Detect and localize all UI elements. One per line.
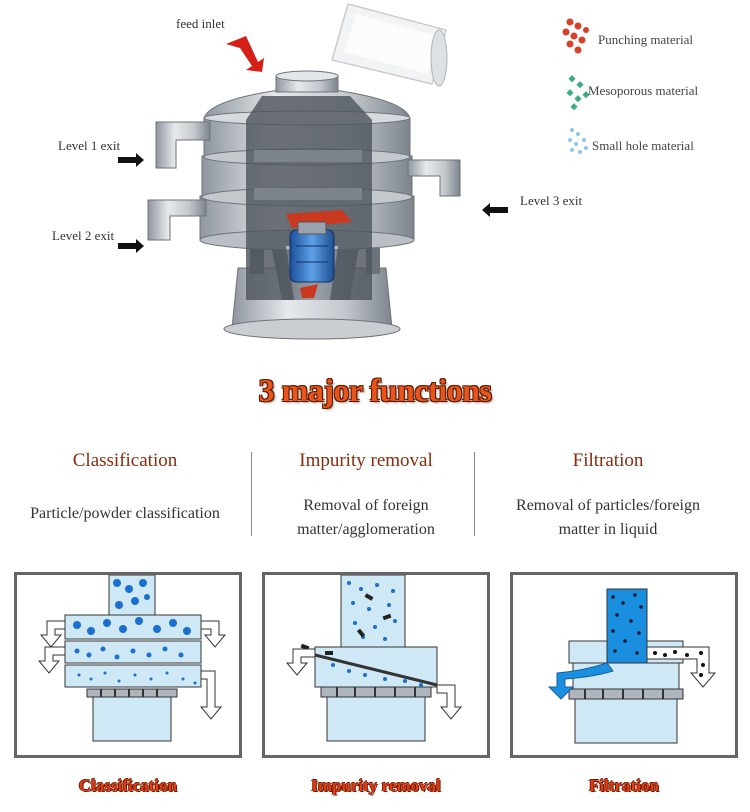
function-classification: Classification Particle/powder classific… [0, 450, 250, 526]
function-desc: Removal of foreign matter/agglomeration [297, 497, 435, 538]
filtration-schematic [547, 588, 717, 744]
legend-mesoporous-label: Mesoporous material [588, 83, 699, 98]
filtration-panel [510, 572, 738, 758]
caption-classification: Classification [78, 776, 178, 795]
function-impurity-removal: Impurity removal Removal of foreign matt… [256, 450, 476, 542]
function-filtration: Filtration Removal of particles/foreign … [480, 450, 736, 542]
mesoporous-material-icon [566, 75, 590, 111]
level-1-exit-label: Level 1 exit [58, 138, 121, 153]
level-2-exit-label: Level 2 exit [52, 228, 115, 243]
feed-inlet-label: feed inlet [176, 16, 225, 31]
small-hole-material-icon [568, 128, 588, 154]
level-2-spout [147, 199, 207, 241]
main-title: 3 major functions [258, 372, 492, 408]
classification-schematic [37, 574, 227, 742]
caption-filtration: Filtration [589, 776, 659, 795]
function-desc: Removal of particles/foreign matter in l… [516, 497, 700, 538]
divider [251, 452, 252, 536]
legend-punching-label: Punching material [598, 32, 693, 47]
level-3-arrow-icon [482, 203, 508, 217]
function-title: Impurity removal [299, 450, 433, 471]
legend-small-hole-label: Small hole material [592, 138, 694, 153]
vibrating-sieve-machine-illustration [118, 3, 590, 340]
feed-arrow-icon [226, 36, 264, 72]
divider [474, 452, 475, 536]
material-bag-icon [331, 3, 448, 87]
function-title: Filtration [572, 450, 644, 471]
impurity-removal-panel [262, 572, 490, 758]
motor-icon [289, 221, 335, 283]
caption-impurity-removal: Impurity removal [311, 776, 441, 795]
level-1-arrow-icon [118, 153, 144, 167]
punching-material-icon [562, 18, 589, 54]
level-3-exit-label: Level 3 exit [520, 193, 583, 208]
impurity-removal-schematic [285, 574, 463, 742]
classification-panel [14, 572, 242, 758]
level-1-spout [155, 121, 211, 169]
level-3-spout [407, 159, 461, 197]
function-title: Classification [72, 450, 178, 471]
level-2-arrow-icon [118, 239, 144, 253]
function-desc: Particle/powder classification [30, 505, 220, 522]
